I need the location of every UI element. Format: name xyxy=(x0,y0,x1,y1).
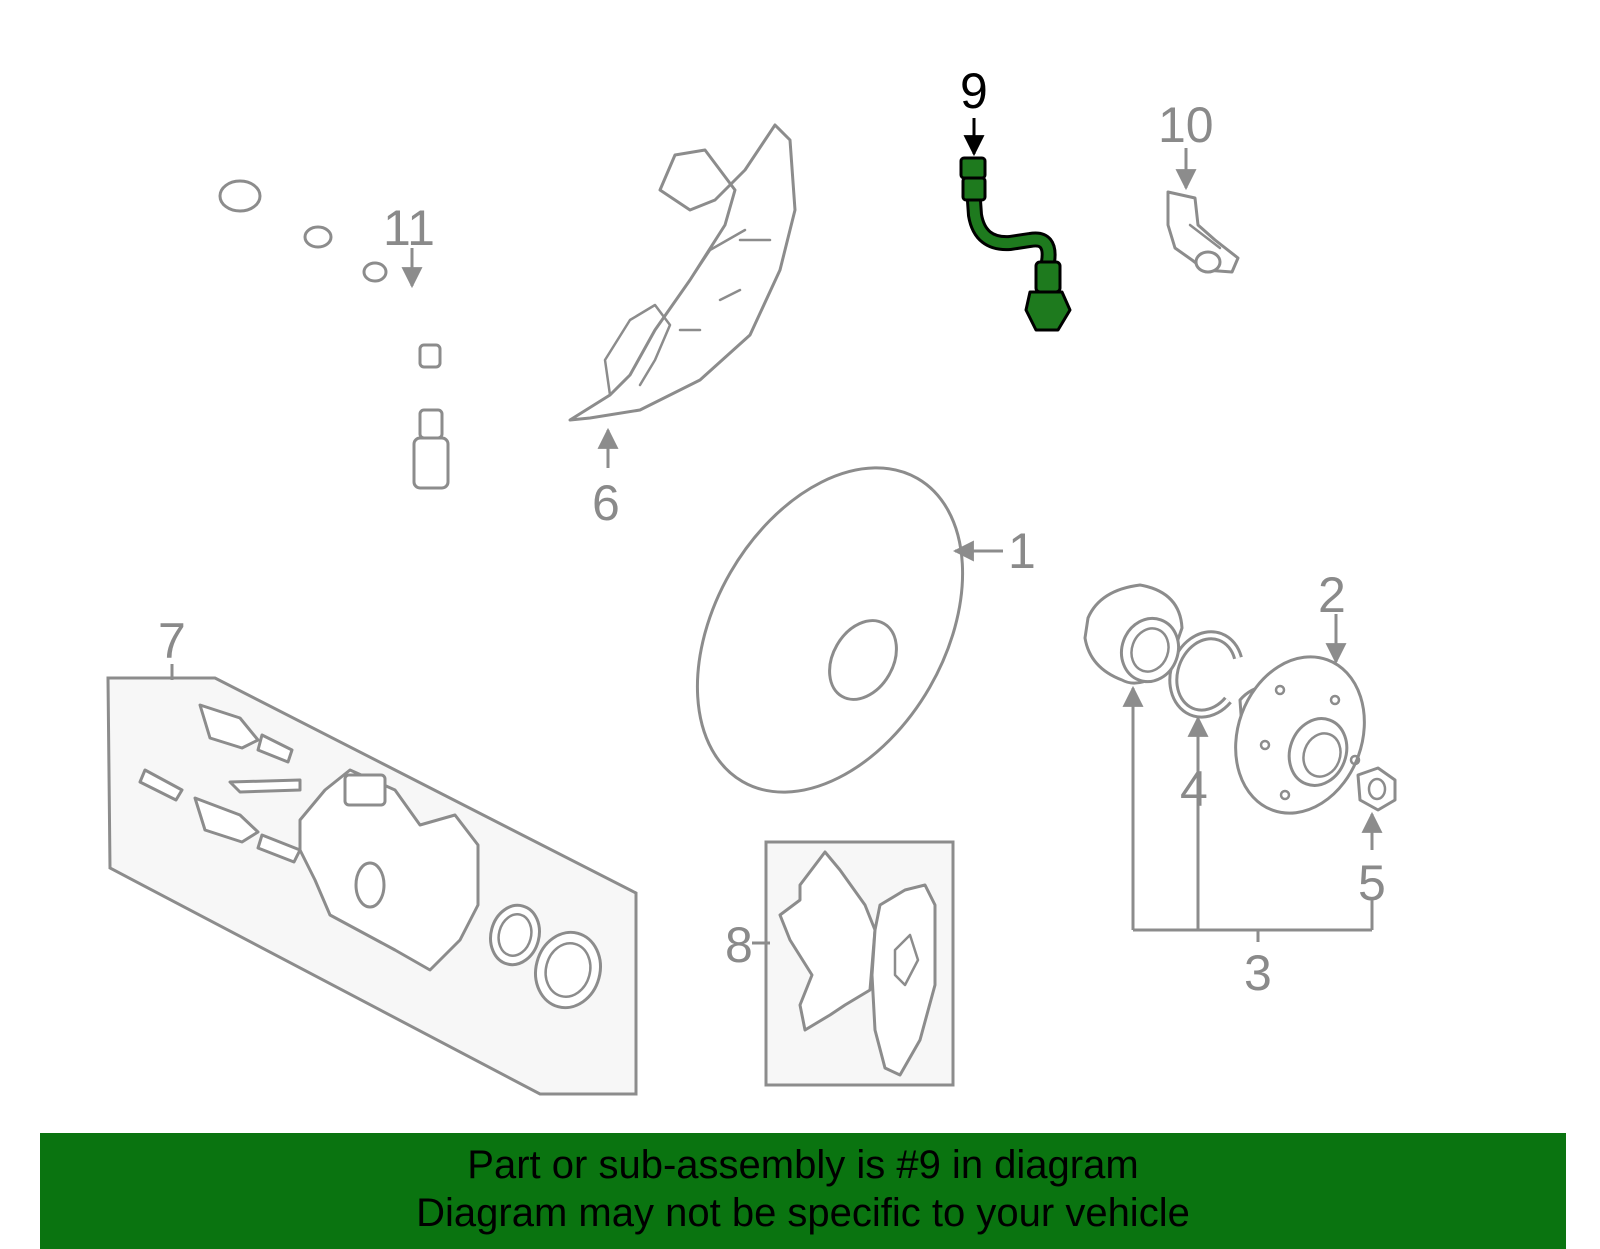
part-4-snap-ring[interactable] xyxy=(1168,630,1243,719)
banner-line-part: Part or sub-assembly is #9 in diagram xyxy=(467,1143,1139,1187)
part-7-caliper-kit[interactable] xyxy=(106,676,638,1096)
banner-line-disclaimer: Diagram may not be specific to your vehi… xyxy=(416,1191,1190,1235)
part-8-brake-pads[interactable] xyxy=(764,840,955,1087)
callout-7[interactable]: 7 xyxy=(158,613,186,669)
callout-3[interactable]: 3 xyxy=(1244,945,1272,1001)
callout-8[interactable]: 8 xyxy=(725,917,753,973)
callout-10[interactable]: 10 xyxy=(1158,97,1214,153)
part-9-brake-hose[interactable] xyxy=(959,156,1072,332)
callout-11[interactable]: 11 xyxy=(383,200,435,256)
info-banner: Part or sub-assembly is #9 in diagram Di… xyxy=(40,1133,1566,1249)
part-1-rotor[interactable] xyxy=(643,421,1017,839)
assembly-3-bracket xyxy=(1122,685,1374,942)
part-5-nut[interactable] xyxy=(1356,766,1397,812)
callout-9[interactable]: 9 xyxy=(960,63,988,119)
part-10-sensor[interactable] xyxy=(1166,190,1240,274)
callout-1[interactable]: 1 xyxy=(1008,523,1036,579)
callout-6[interactable]: 6 xyxy=(592,475,620,531)
callout-4[interactable]: 4 xyxy=(1180,761,1208,817)
part-11-abs-sensor[interactable] xyxy=(167,46,450,490)
part-2-hub[interactable] xyxy=(1214,639,1385,832)
part-3-bearing[interactable] xyxy=(1083,583,1187,690)
part-6-splash-shield[interactable] xyxy=(568,123,797,422)
callout-2[interactable]: 2 xyxy=(1318,567,1346,623)
